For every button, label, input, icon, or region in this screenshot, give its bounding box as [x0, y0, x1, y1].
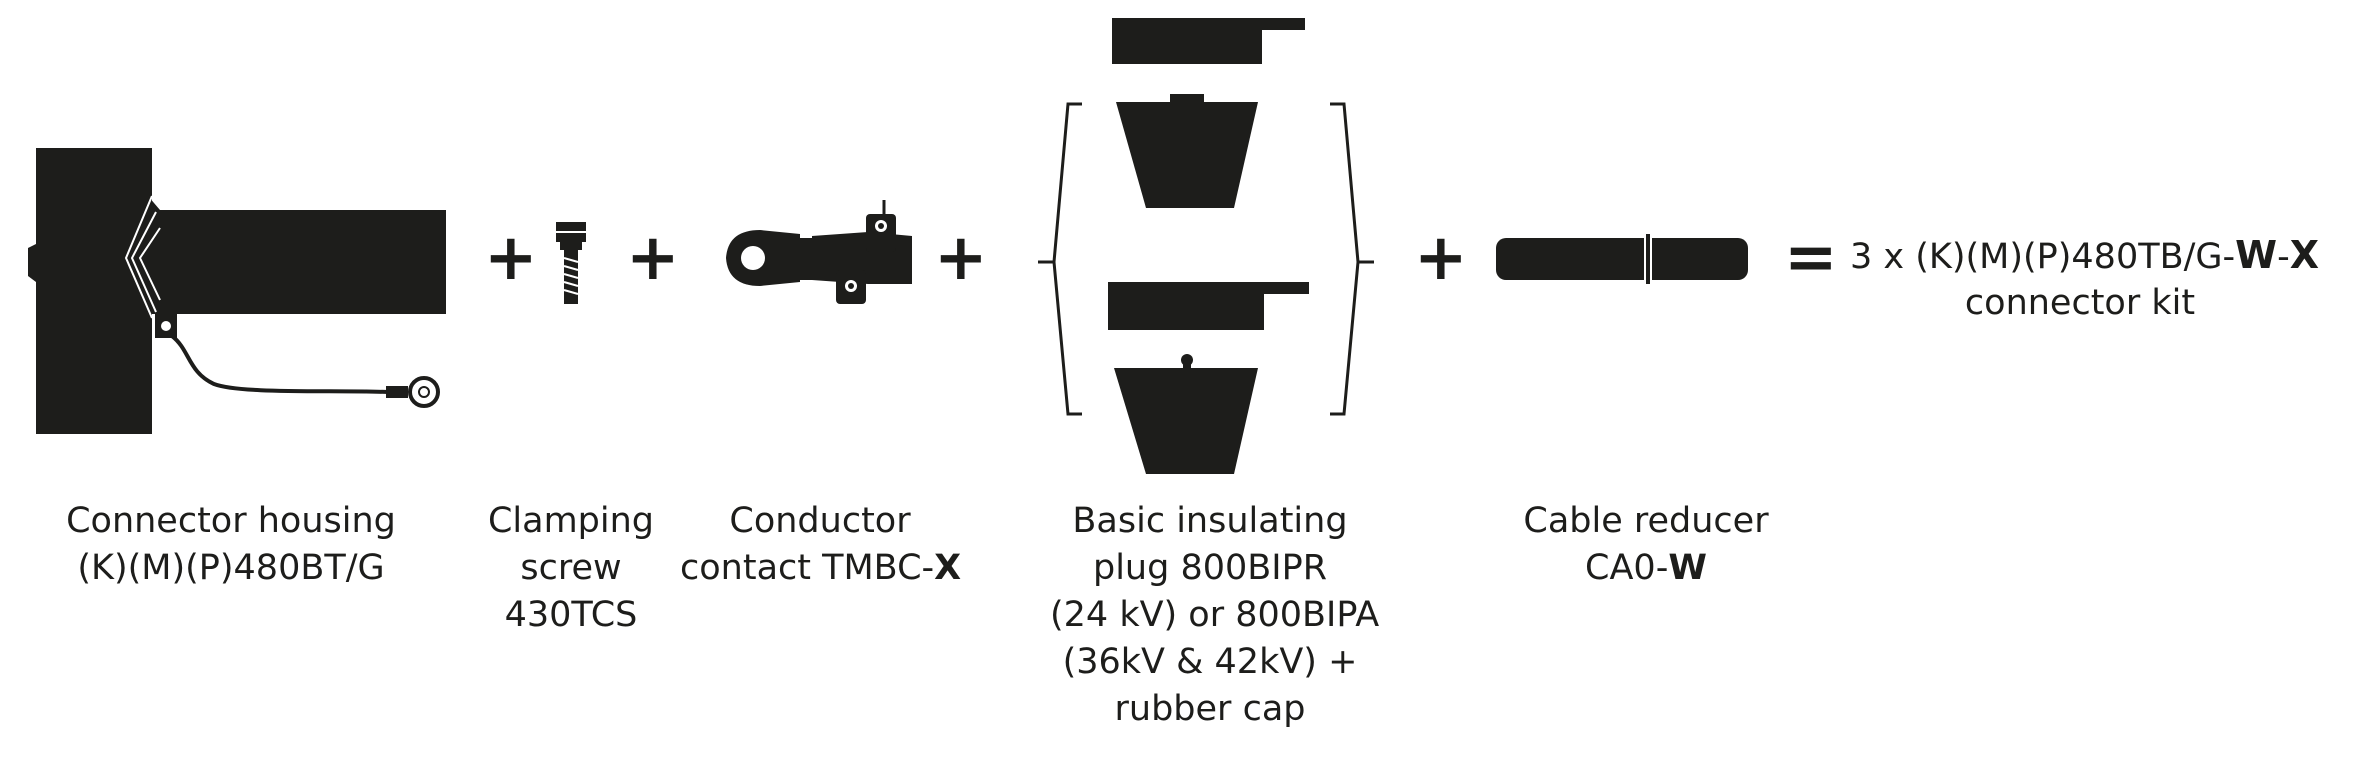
label-clamping-screw: Clamping screw 430TCS	[487, 501, 655, 635]
label-insulating-plug: Basic insulating plug 800BIPR (24 kV) or…	[1050, 501, 1380, 729]
connector-housing-icon	[28, 148, 446, 434]
result-kit-label: 3 x (K)(M)(P)480TB/G-W-X connector kit	[1850, 232, 2320, 326]
label-conductor-contact: Conductor contact TMBC-X	[680, 501, 962, 588]
clamping-screw-icon	[556, 222, 586, 304]
label-cable-reducer: Cable reducer CA0-W	[1523, 501, 1769, 588]
result-line-1: 3 x (K)(M)(P)480TB/G-W-X	[1850, 233, 2320, 277]
plus-sign: +	[1414, 221, 1468, 295]
cable-reducer-icon	[1496, 234, 1748, 284]
insulating-plug-icon	[1038, 14, 1374, 474]
result-line-2: connector kit	[1964, 283, 2196, 323]
plus-sign: +	[484, 221, 538, 295]
plus-sign: +	[934, 221, 988, 295]
conductor-contact-icon	[726, 200, 912, 304]
plus-sign: +	[626, 221, 680, 295]
equals-sign: =	[1784, 221, 1838, 295]
label-connector-housing: Connector housing (K)(M)(P)480BT/G	[66, 501, 396, 588]
